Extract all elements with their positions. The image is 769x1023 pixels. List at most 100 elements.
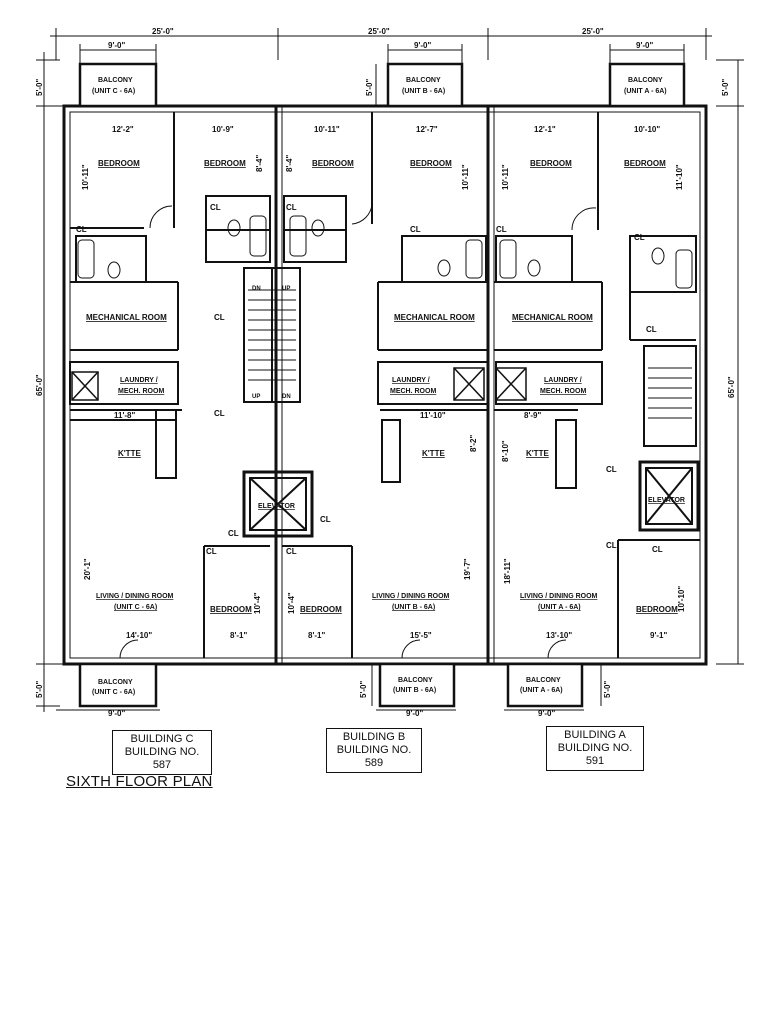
building-c-number: BUILDING NO. 587 [124,746,200,771]
dim-c-living-width: 14'-10" [126,631,152,640]
door-swings [119,203,597,659]
dim-overall-depth-left: 65'-0" [35,374,44,396]
dim-top-balcony-depth-left: 5'-0" [35,79,44,96]
balcony-c-top-label: BALCONY [98,77,133,84]
dim-c-br1-depth: 10'-11" [81,164,90,190]
interior-walls-a [494,112,700,658]
dim-bottom-balcony-depth-left: 5'-0" [35,681,44,698]
closet-c-1: CL [76,225,87,234]
dim-a-width: 25'-0" [582,27,604,36]
plan-title: SIXTH FLOOR PLAN [66,773,213,790]
dim-c-width: 25'-0" [152,27,174,36]
building-c-label: BUILDING C BUILDING NO. 587 [112,730,212,775]
building-b-label: BUILDING B BUILDING NO. 589 [326,728,422,773]
balcony-a-top-unit: (UNIT A - 6A) [624,88,667,95]
dim-c-br2-depth: 8'-4" [255,155,264,172]
dim-b-br3-width: 8'-1" [308,631,325,640]
room-b-laundry: LAUNDRY / [392,377,430,384]
room-a-mech-room: MECH. ROOM [540,388,586,395]
dim-b-bottom-balcony-width: 9'-0" [406,709,423,718]
room-a-bedroom-1: BEDROOM [530,159,572,168]
room-c-mech-room: MECH. ROOM [118,388,164,395]
shafts [71,367,527,401]
dim-c-living-depth: 20'-1" [83,558,92,580]
bath-fixtures [77,215,693,289]
dim-a-br1-width: 12'-1" [534,125,556,134]
room-b-living-unit: (UNIT B - 6A) [392,604,435,611]
balconies [78,62,686,708]
dim-c-br3-depth: 10'-4" [253,592,262,614]
dim-a-br2-width: 10'-10" [634,125,660,134]
dim-c-br2-width: 10'-9" [212,125,234,134]
closet-a-1: CL [496,225,507,234]
dim-a-living-depth: 18'-11" [503,558,512,584]
room-c-mechanical: MECHANICAL ROOM [86,313,167,322]
top-dimension-lines [36,28,744,712]
dim-b-kitchen-depth: 8'-2" [469,435,478,452]
dim-b-br1-width: 10'-11" [314,125,340,134]
closet-a-3: CL [646,325,657,334]
dim-b-kitchen: 11'-10" [420,411,446,420]
room-b-mech-room: MECH. ROOM [390,388,436,395]
dim-overall-depth-right: 65'-0" [727,376,736,398]
stair-c-dn-2: DN [282,394,291,400]
closet-b-1: CL [286,203,297,212]
dim-c-balcony-width: 9'-0" [108,41,125,50]
dim-a-kitchen: 8'-9" [524,411,541,420]
room-b-bedroom-1: BEDROOM [312,159,354,168]
building-c-name: BUILDING C [130,733,194,745]
interior-walls-b [242,112,489,658]
dim-a-br3-width: 9'-1" [650,631,667,640]
room-a-living-unit: (UNIT A - 6A) [538,604,581,611]
closet-b-2: CL [410,225,421,234]
closet-a-6: CL [652,545,663,554]
dim-bottom-balcony-depth-mid: 5'-0" [359,681,368,698]
dim-b-living-depth: 19'-7" [463,558,472,580]
dim-c-bottom-balcony-width: 9'-0" [108,709,125,718]
dim-a-bottom-balcony-width: 9'-0" [538,709,555,718]
stair-c-up-2: UP [252,394,260,400]
closet-c-3: CL [206,547,217,556]
building-a-name: BUILDING A [564,729,626,741]
exterior-walls [62,104,708,666]
dim-a-br2-depth: 11'-10" [675,164,684,190]
dim-b-br2-depth: 10'-11" [461,164,470,190]
closet-a-5: CL [606,541,617,550]
dim-c-br3-width: 8'-1" [230,631,247,640]
room-c-bedroom-3: BEDROOM [210,605,252,614]
balcony-b-bottom-unit: (UNIT B - 6A) [393,687,436,694]
elevator-a: ELEVATOR [648,497,685,504]
balcony-c-top-unit: (UNIT C - 6A) [92,88,135,95]
balcony-b-top-label: BALCONY [406,77,441,84]
balcony-b-bottom-label: BALCONY [398,677,433,684]
building-b-number: BUILDING NO. 589 [336,744,412,769]
dim-a-br3-depth: 10'-10" [677,586,686,612]
room-a-bedroom-2: BEDROOM [624,159,666,168]
room-c-kitchen: K'TTE [118,449,141,458]
closet-a-4: CL [606,465,617,474]
closet-b-3: CL [286,547,297,556]
closet-hall-1: CL [214,313,225,322]
room-b-living: LIVING / DINING ROOM [372,593,450,600]
dim-top-balcony-depth-right: 5'-0" [721,79,730,96]
room-b-bedroom-2: BEDROOM [410,159,452,168]
dim-a-br1-depth: 10'-11" [501,164,510,190]
building-a-label: BUILDING A BUILDING NO. 591 [546,726,644,771]
room-a-laundry: LAUNDRY / [544,377,582,384]
interior-walls-c [69,112,271,658]
room-c-bedroom-1: BEDROOM [98,159,140,168]
stair-treads [248,289,692,419]
closet-hall-2: CL [214,409,225,418]
dim-b-balcony-width: 9'-0" [414,41,431,50]
dim-b-br3-depth: 10'-4" [287,592,296,614]
dim-b-br1-depth: 8'-4" [285,155,294,172]
dim-a-living-width: 13'-10" [546,631,572,640]
stair-c-dn: DN [252,286,261,292]
elevator-c: ELEVATOR [258,503,295,510]
dim-b-br2-width: 12'-7" [416,125,438,134]
room-b-mechanical: MECHANICAL ROOM [394,313,475,322]
room-c-bedroom-2: BEDROOM [204,159,246,168]
building-b-name: BUILDING B [342,731,406,743]
dim-a-kitchen-depth: 8'-10" [501,440,510,462]
